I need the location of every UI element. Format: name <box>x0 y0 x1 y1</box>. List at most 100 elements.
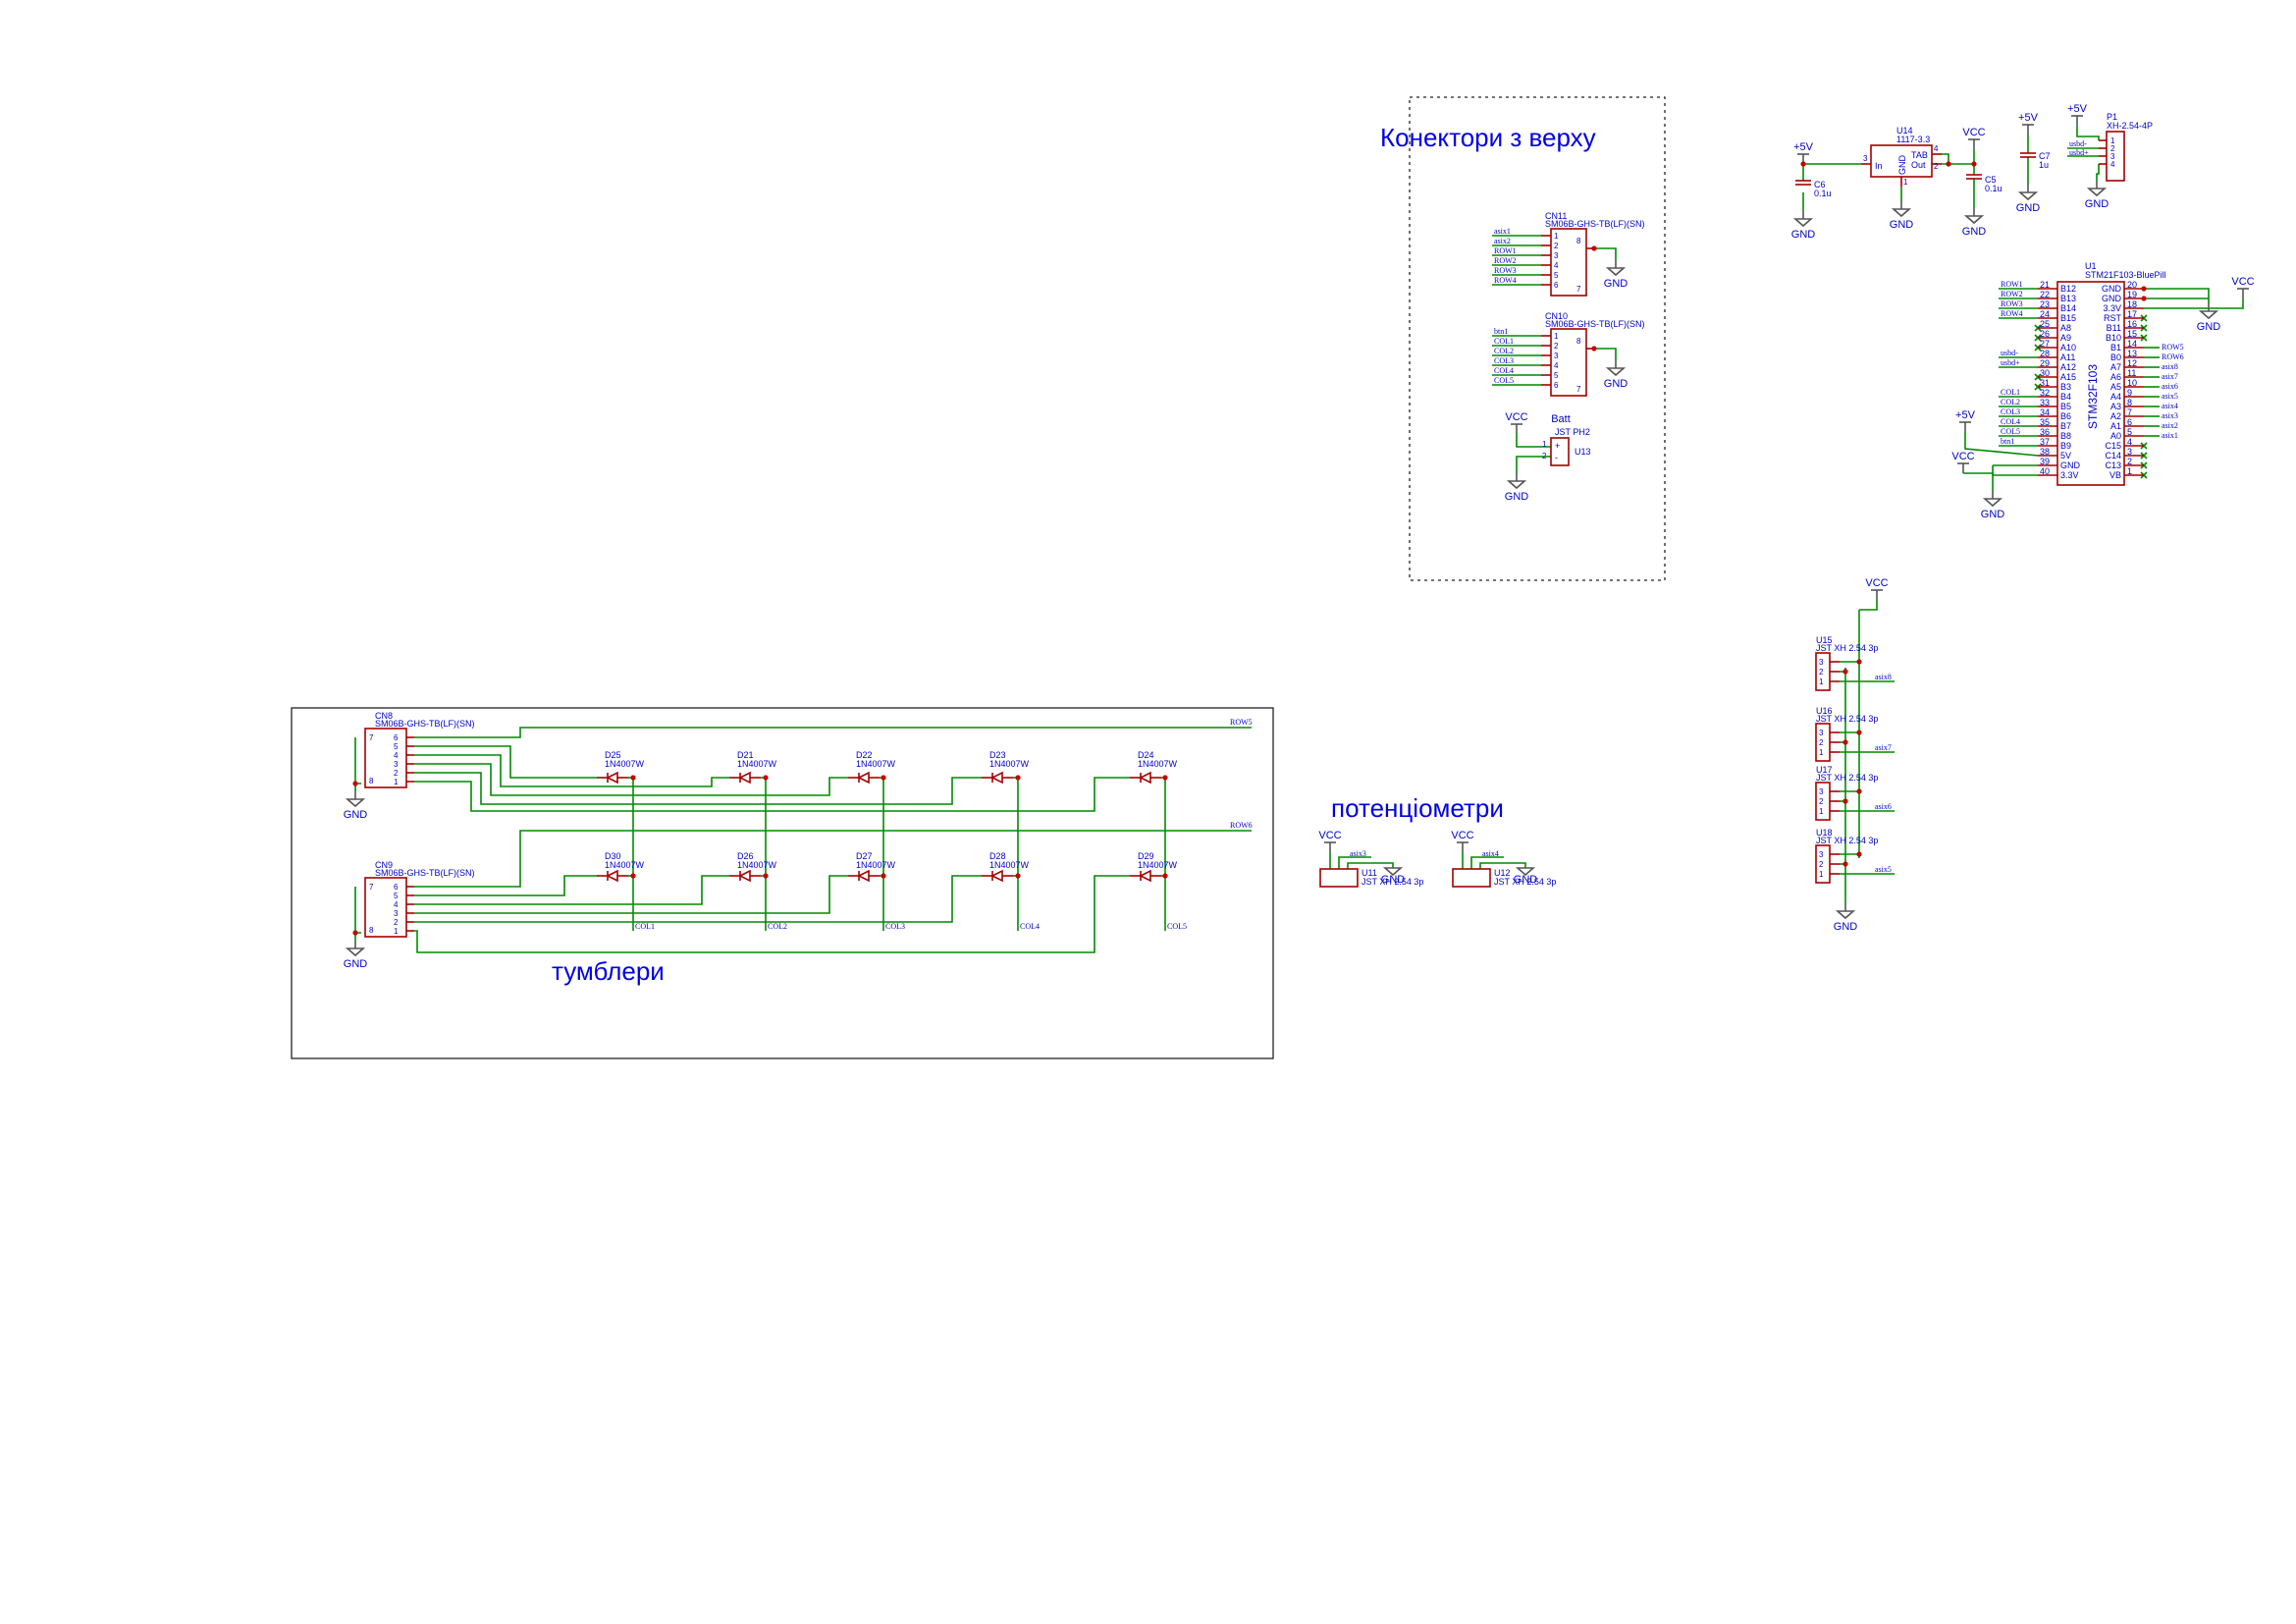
pin-number: 2 <box>1819 797 1824 806</box>
pin-name: B9 <box>2060 441 2071 451</box>
diode-ref: D26 <box>737 851 754 861</box>
pin-number: 25 <box>2040 319 2050 329</box>
pin-number: 2 <box>1934 162 1939 171</box>
diode-symbol <box>1139 869 1151 883</box>
wire <box>2076 126 2100 140</box>
junction-dot <box>1015 873 1021 879</box>
junction-dot <box>2141 286 2147 292</box>
pin-number: 4 <box>1934 144 1939 153</box>
toggle-conn-body <box>364 728 407 788</box>
net-label: ROW2 <box>1494 256 1517 265</box>
pin-number: 28 <box>2040 349 2050 358</box>
pin-number: 7 <box>1576 385 1581 394</box>
net-label: asix1 <box>1494 227 1511 236</box>
toggle-conn-ref: CN9 <box>375 860 393 870</box>
pin-name: B4 <box>2060 392 2071 402</box>
pin-number: 31 <box>2040 378 2050 388</box>
parts-layer <box>364 131 2144 938</box>
junction-dot <box>2141 296 2147 301</box>
wire <box>2144 298 2244 309</box>
toggle-conn-ref: CN8 <box>375 711 393 721</box>
wire <box>1516 434 1551 448</box>
diode-value: 1N4007W <box>605 860 645 870</box>
pin-name: A11 <box>2060 352 2075 362</box>
net-label: usbd- <box>2069 139 2087 148</box>
pin-number: 3 <box>2110 152 2115 161</box>
pin-number: 14 <box>2127 339 2137 349</box>
pin-number: 7 <box>369 733 374 742</box>
pin-name: B15 <box>2060 313 2076 323</box>
junction-dot <box>1015 775 1021 781</box>
net-label: asix7 <box>2162 372 2178 381</box>
pin-number: 10 <box>2127 378 2137 388</box>
cn10-ref: CN10 <box>1545 311 1568 321</box>
net-label: btn1 <box>2001 437 2014 446</box>
pin-number: 27 <box>2040 339 2050 349</box>
u1-ref: U1 <box>2085 261 2097 271</box>
pin-number: 21 <box>2040 280 2050 290</box>
net-label: ROW3 <box>2001 299 2023 308</box>
diode-ref: D23 <box>989 750 1006 760</box>
pin-name: B6 <box>2060 411 2071 421</box>
wire <box>1338 856 1371 869</box>
u1-body <box>2056 281 2125 486</box>
gnd-label: GND <box>2197 321 2221 333</box>
pin-name: A15 <box>2060 372 2076 382</box>
pin-number: 7 <box>369 883 374 892</box>
pin-number: 4 <box>394 900 399 909</box>
power-label: +5V <box>1955 409 1976 421</box>
c7-value: 1u <box>2039 160 2049 170</box>
junction-dot <box>630 775 636 781</box>
junction-dot <box>1162 775 1168 781</box>
net-label: ROW6 <box>1230 821 1253 830</box>
cn11-body <box>1550 228 1587 297</box>
wire <box>2096 164 2100 181</box>
power-label: VCC <box>1962 127 1985 138</box>
net-label: COL5 <box>2001 427 2020 436</box>
diode-value: 1N4007W <box>989 860 1030 870</box>
junction-dot <box>352 930 358 936</box>
pin-number: 1 <box>394 778 399 786</box>
pin-number: 5 <box>2127 427 2132 437</box>
diode-ref: D28 <box>989 851 1006 861</box>
junction-dot <box>1856 851 1862 857</box>
junction-dot <box>763 775 769 781</box>
diode-value: 1N4007W <box>605 759 645 769</box>
ground-symbol <box>2198 310 2219 320</box>
junction-dot <box>1591 245 1597 251</box>
wire <box>354 737 361 785</box>
pin-number: 40 <box>2040 466 2050 476</box>
pin-number: 2 <box>1819 738 1824 747</box>
wire <box>414 777 1130 812</box>
diode-symbol <box>738 771 751 785</box>
wire <box>2144 288 2210 303</box>
pin-name: A3 <box>2110 402 2121 411</box>
pin-number: 1 <box>1542 440 1547 449</box>
u14-pin-in: In <box>1875 161 1883 171</box>
net-label: asix6 <box>1875 802 1892 811</box>
jst-value: JST XH 2.54 3p <box>1816 714 1878 724</box>
diode-ref: D25 <box>605 750 621 760</box>
pin-number: 5 <box>394 892 399 900</box>
net-label: COL2 <box>2001 398 2020 406</box>
net-label: asix5 <box>2162 392 2178 401</box>
pot-body <box>1452 868 1491 888</box>
power-label: +5V <box>2067 103 2088 115</box>
pin-name: B7 <box>2060 421 2071 431</box>
net-label: ROW6 <box>2162 352 2184 361</box>
pin-name: A6 <box>2110 372 2121 382</box>
jst-ref: U16 <box>1816 706 1833 716</box>
pin-number: 12 <box>2127 358 2137 368</box>
junction-dot <box>881 775 886 781</box>
gnd-label: GND <box>344 958 368 970</box>
u13-value: JST PH2 <box>1555 427 1590 437</box>
wire <box>414 875 597 896</box>
pin-number: 36 <box>2040 427 2050 437</box>
jst-ref: U18 <box>1816 828 1833 838</box>
ground-symbol <box>1605 367 1627 377</box>
pin-number: 29 <box>2040 358 2050 368</box>
pin-name: A4 <box>2110 392 2121 402</box>
pin-number: 8 <box>1576 337 1581 346</box>
pin-polarity: - <box>1555 453 1558 462</box>
pin-name: A2 <box>2110 411 2121 421</box>
